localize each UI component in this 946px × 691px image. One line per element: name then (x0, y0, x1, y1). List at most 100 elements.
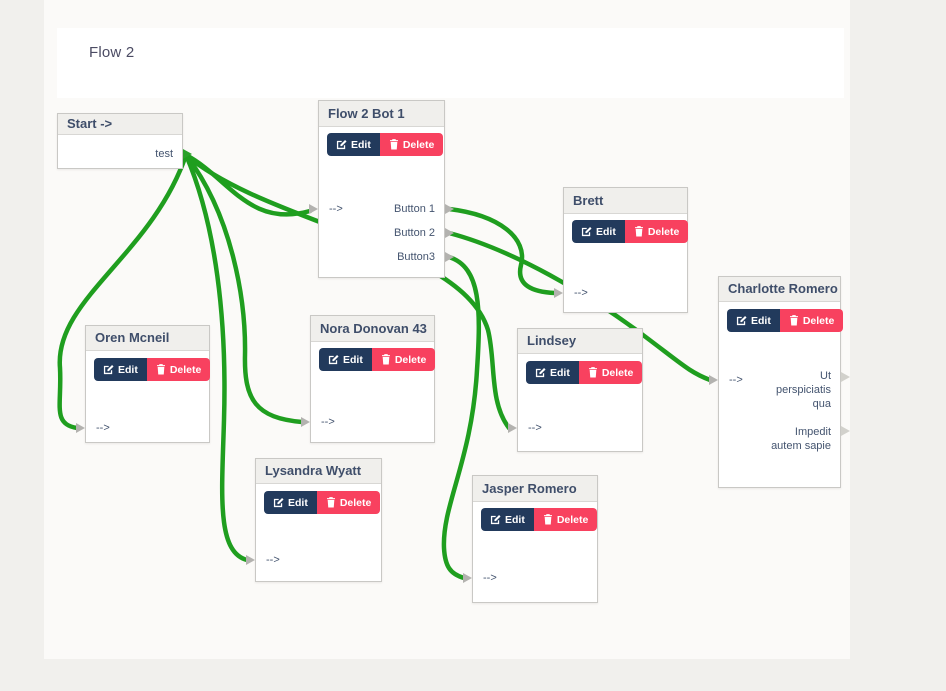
node-nora[interactable]: Nora Donovan 43 Edit Delete --> (301, 315, 436, 443)
edge-bot1-button2-to-charlotte-in (446, 230, 713, 383)
node-start[interactable]: Start -> test (57, 113, 192, 169)
delete-button[interactable]: Delete (578, 361, 643, 384)
edit-button[interactable]: Edit (94, 358, 147, 381)
node-actions: Edit Delete (319, 348, 436, 371)
edit-button[interactable]: Edit (319, 348, 372, 371)
node-title-oren[interactable]: Oren Mcneil (86, 326, 209, 351)
input-port-label: --> (729, 374, 743, 386)
trash-icon (156, 364, 166, 375)
input-port-label: --> (321, 416, 335, 428)
trash-icon (588, 367, 598, 378)
node-title-lysandra[interactable]: Lysandra Wyatt (256, 459, 381, 484)
edit-icon (328, 354, 339, 365)
output-port-label-button3: Button3 (397, 251, 435, 263)
connection-edges (57, 152, 713, 581)
edit-icon (535, 367, 546, 378)
delete-button[interactable]: Delete (371, 348, 436, 371)
input-port-label: --> (96, 422, 110, 434)
delete-button-label: Delete (402, 138, 435, 151)
edit-button-label: Edit (751, 314, 771, 327)
input-port-label: --> (329, 203, 343, 215)
delete-button[interactable]: Delete (379, 133, 444, 156)
input-port-arrow[interactable] (309, 204, 318, 214)
output-port-arrow[interactable] (445, 252, 454, 262)
delete-button-label: Delete (647, 225, 680, 238)
delete-button-label: Delete (394, 353, 427, 366)
edit-icon (581, 226, 592, 237)
edit-icon (736, 315, 747, 326)
output-port-arrow[interactable] (445, 204, 454, 214)
output-port-arrow[interactable] (183, 149, 192, 159)
node-title-lindsey[interactable]: Lindsey (518, 329, 642, 354)
text-output-arrow[interactable] (841, 372, 850, 382)
input-port-label: --> (528, 422, 542, 434)
node-title-nora[interactable]: Nora Donovan 43 (311, 316, 434, 342)
input-port-arrow[interactable] (76, 423, 85, 433)
input-port-arrow[interactable] (508, 423, 517, 433)
node-title-charlotte[interactable]: Charlotte Romero (719, 277, 840, 302)
edge-bot1-button3-to-jasper-in (441, 254, 482, 581)
delete-button-label: Delete (802, 314, 835, 327)
input-port-arrow[interactable] (554, 288, 563, 298)
node-title-bot1[interactable]: Flow 2 Bot 1 (319, 101, 444, 127)
input-port-arrow[interactable] (463, 573, 472, 583)
flow-title: Flow 2 (89, 44, 135, 61)
edit-button[interactable]: Edit (526, 361, 579, 384)
edit-button[interactable]: Edit (481, 508, 534, 531)
edge-start-test-to-lysandra-in (183, 152, 250, 563)
delete-button-label: Delete (339, 496, 372, 509)
delete-button-label: Delete (169, 363, 202, 376)
node-bot1[interactable]: Flow 2 Bot 1 Edit Delete --> Button 1 Button … (309, 100, 454, 278)
delete-button[interactable]: Delete (779, 309, 844, 332)
edge-start-test-to-nora-in (183, 152, 305, 425)
delete-button[interactable]: Delete (146, 358, 211, 381)
output-port-label-button-2: Button 2 (394, 227, 435, 239)
edit-button[interactable]: Edit (572, 220, 625, 243)
input-port-arrow[interactable] (246, 555, 255, 565)
edit-icon (490, 514, 501, 525)
edit-button-label: Edit (505, 513, 525, 526)
input-port-label: --> (483, 572, 497, 584)
edit-button-label: Edit (343, 353, 363, 366)
node-actions: Edit Delete (526, 361, 643, 384)
delete-button[interactable]: Delete (533, 508, 598, 531)
text-output-0: Ut perspiciatis qua (775, 370, 831, 410)
trash-icon (389, 139, 399, 150)
edit-icon (103, 364, 114, 375)
trash-icon (789, 315, 799, 326)
edit-button-label: Edit (351, 138, 371, 151)
delete-button[interactable]: Delete (316, 491, 381, 514)
output-port-label-test: test (155, 148, 173, 160)
node-actions: Edit Delete (94, 358, 211, 381)
edit-button[interactable]: Edit (327, 133, 380, 156)
input-port-arrow[interactable] (301, 417, 310, 427)
edit-button[interactable]: Edit (727, 309, 780, 332)
node-actions: Edit Delete (572, 220, 689, 243)
node-title-brett[interactable]: Brett (564, 188, 687, 214)
node-title-jasper[interactable]: Jasper Romero (473, 476, 597, 502)
delete-button[interactable]: Delete (624, 220, 689, 243)
trash-icon (381, 354, 391, 365)
input-port-label: --> (266, 554, 280, 566)
edge-start-test-to-lindsey-in (183, 152, 512, 431)
input-port-arrow[interactable] (709, 375, 718, 385)
text-output-1: Impedit autem sapie (771, 426, 831, 452)
edit-button[interactable]: Edit (264, 491, 317, 514)
edge-start-test-to-oren-in (57, 152, 189, 431)
node-actions: Edit Delete (264, 491, 381, 514)
input-port-label: --> (574, 287, 588, 299)
output-port-arrow[interactable] (445, 228, 454, 238)
node-actions: Edit Delete (481, 508, 598, 531)
text-output-arrow[interactable] (841, 426, 850, 436)
node-title-start[interactable]: Start -> (58, 114, 182, 135)
output-port-label-button-1: Button 1 (394, 203, 435, 215)
trash-icon (326, 497, 336, 508)
delete-button-label: Delete (601, 366, 634, 379)
